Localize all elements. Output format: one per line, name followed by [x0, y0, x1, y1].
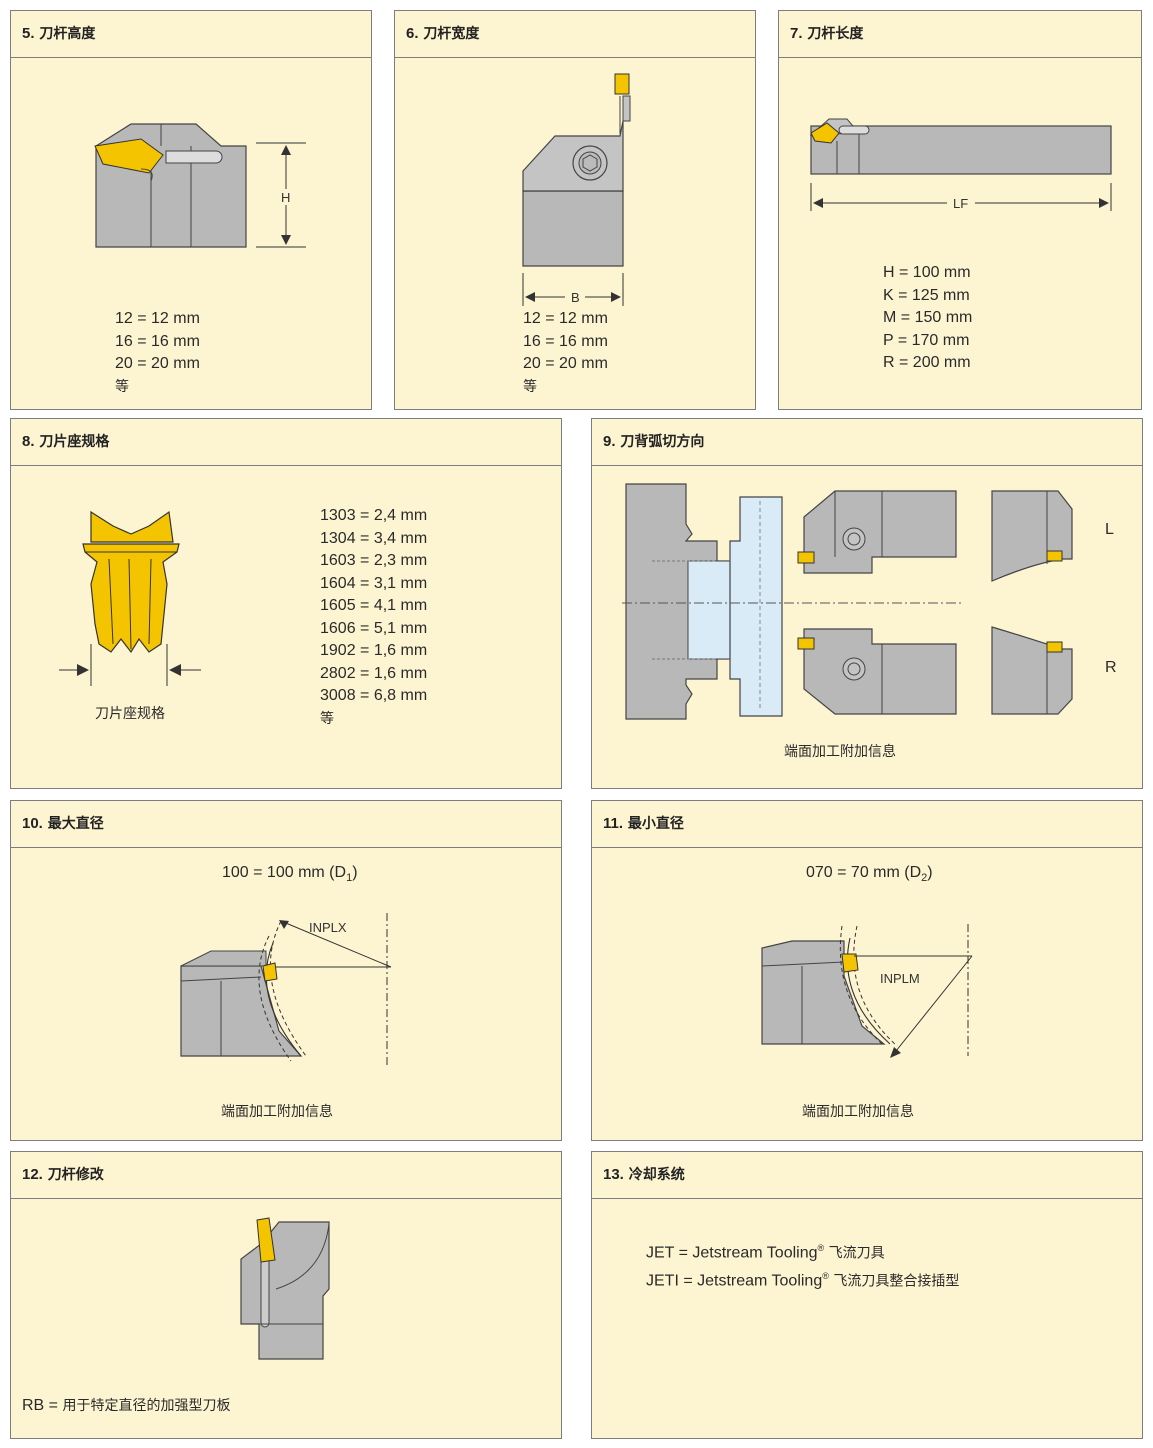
panel-shank-height: 5. 刀杆高度 H 12 = 12 mm 16 = 16 mm 20 = 20 … [10, 10, 372, 410]
panel-title: 刀杆宽度 [423, 26, 480, 42]
diagram-caption: 端面加工附加信息 [802, 1104, 914, 1120]
panel-header: 13. 冷却系统 [592, 1152, 1142, 1199]
panel-coolant-system: 13. 冷却系统 JET = Jetstream Tooling® 飞流刀具 J… [591, 1151, 1143, 1439]
value-list: 12 = 12 mm 16 = 16 mm 20 = 20 mm 等 [115, 310, 200, 395]
panel-header: 7. 刀杆长度 [779, 11, 1141, 58]
value-list: 12 = 12 mm 16 = 16 mm 20 = 20 mm 等 [523, 310, 608, 395]
shank-height-diagram: H [94, 123, 306, 248]
panel-shank-width: 6. 刀杆宽度 B 12 = 12 mm 16 = 16 mm 20 = 20 … [394, 10, 756, 410]
max-diameter-value: 100 = 100 mm (D1) [222, 864, 358, 885]
panel-header: 11. 最小直径 [592, 801, 1142, 848]
shank-width-diagram: B [522, 73, 631, 306]
coolant-jeti: JETI = Jetstream Tooling® 飞流刀具整合接插型 [646, 1270, 960, 1290]
panel-title: 刀杆高度 [39, 26, 96, 42]
panel-header: 6. 刀杆宽度 [395, 11, 755, 58]
shank-length-diagram: LF [809, 118, 1112, 211]
panel-min-diameter: 11. 最小直径 070 = 70 mm (D2) INPLM 端面加工附加信息 [591, 800, 1143, 1141]
diagram-caption: 刀片座规格 [95, 706, 165, 722]
panel-title: 最小直径 [627, 816, 684, 832]
panel-header: 8. 刀片座规格 [11, 419, 561, 466]
panel-title: 冷却系统 [628, 1167, 685, 1183]
panel-header: 12. 刀杆修改 [11, 1152, 561, 1199]
min-diameter-diagram: INPLM [761, 924, 973, 1058]
panel-shank-modification: 12. 刀杆修改 RB = 用于特定直径的加强型刀板 [10, 1151, 562, 1439]
reinforced-blade-diagram [240, 1217, 330, 1360]
panel-max-diameter: 10. 最大直径 100 = 100 mm (D1) INPLX 端面加工附加信… [10, 800, 562, 1141]
min-diameter-value: 070 = 70 mm (D2) [806, 864, 933, 885]
panel-title: 刀杆修改 [47, 1167, 104, 1183]
panel-header: 9. 刀背弧切方向 [592, 419, 1142, 466]
panel-title: 刀杆长度 [807, 26, 864, 42]
coolant-list: JET = Jetstream Tooling® 飞流刀具 JETI = Jet… [646, 1237, 959, 1293]
diagram-caption: 端面加工附加信息 [784, 744, 896, 760]
dim-h-label: H [281, 190, 290, 205]
panel-shank-length: 7. 刀杆长度 LF H = 100 mm K = 125 mm M = 150… [778, 10, 1142, 410]
insert-diagram [59, 510, 201, 686]
dim-b-label: B [571, 290, 580, 305]
panel-title: 刀片座规格 [39, 434, 110, 450]
face-grooving-diagram [622, 483, 1073, 720]
value-list: H = 100 mm K = 125 mm M = 150 mm P = 170… [883, 264, 973, 371]
max-diameter-diagram: INPLX [180, 913, 392, 1066]
panel-title: 最大直径 [47, 816, 104, 832]
direction-right-label: R [1105, 659, 1117, 676]
panel-title: 刀背弧切方向 [620, 434, 705, 450]
panel-header: 5. 刀杆高度 [11, 11, 371, 58]
inplx-label: INPLX [309, 920, 347, 935]
coolant-jet: JET = Jetstream Tooling® 飞流刀具 [646, 1243, 885, 1262]
diagram-caption: 端面加工附加信息 [221, 1104, 333, 1120]
dim-lf-label: LF [953, 196, 968, 211]
inplm-label: INPLM [880, 971, 920, 986]
modification-note: RB = 用于特定直径的加强型刀板 [22, 1397, 231, 1414]
panel-seat-size: 8. 刀片座规格 刀片座规格 1303 = 2,4 mm 1304 = 3,4 … [10, 418, 562, 789]
direction-left-label: L [1105, 521, 1114, 538]
value-list: 1303 = 2,4 mm 1304 = 3,4 mm 1603 = 2,3 m… [320, 507, 428, 727]
panel-header: 10. 最大直径 [11, 801, 561, 848]
panel-curve-direction: 9. 刀背弧切方向 L R 端面加工附加信息 [591, 418, 1143, 789]
